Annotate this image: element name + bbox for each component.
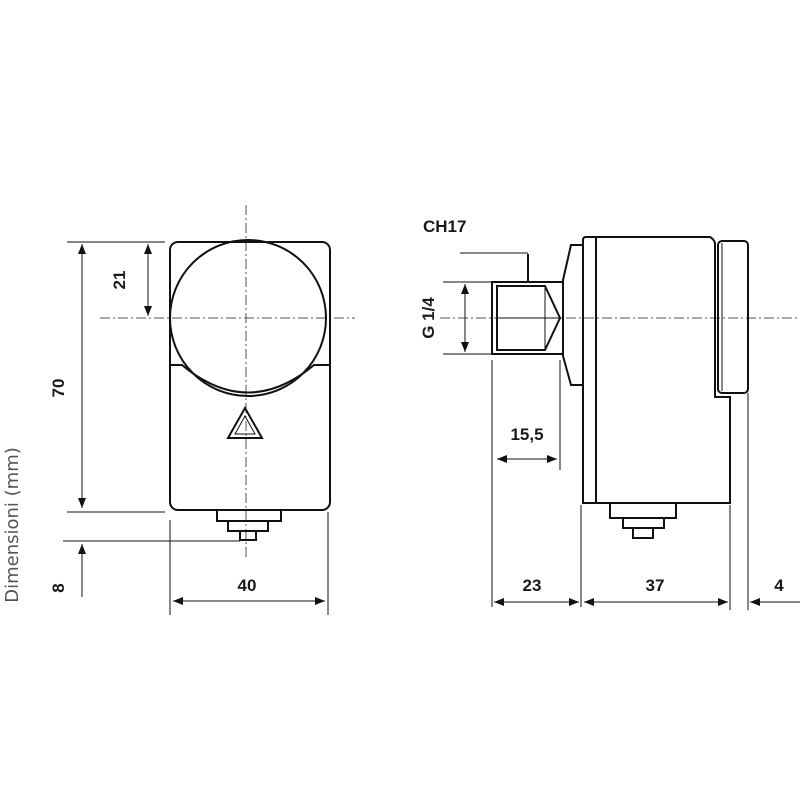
dim-label-40: 40 <box>238 576 257 595</box>
dim-label-8: 8 <box>49 583 68 592</box>
dial-circle <box>169 239 327 397</box>
dimensions-caption: Dimensioni (mm) <box>2 447 23 603</box>
dial-band <box>170 364 330 394</box>
dim-label-37: 37 <box>646 576 665 595</box>
hex-nut <box>496 285 562 351</box>
body-outline <box>169 241 331 511</box>
dim-label-23: 23 <box>523 576 542 595</box>
side-body-outline <box>582 236 731 504</box>
hex-fitting <box>491 281 564 355</box>
bottom-connector <box>216 509 282 541</box>
side-view: CH17 G 1/4 15,5 23 37 4 <box>419 217 800 610</box>
hex-size-label: CH17 <box>423 217 466 236</box>
dim-label-15-5: 15,5 <box>510 425 543 444</box>
flange <box>562 244 583 386</box>
thread-label: G 1/4 <box>419 297 438 339</box>
warning-triangle-icon <box>226 405 264 439</box>
warning-triangle-inner <box>234 414 256 435</box>
dim-label-21: 21 <box>110 271 129 290</box>
dim-label-70: 70 <box>49 379 68 398</box>
ring <box>717 240 749 394</box>
side-bottom-connector <box>609 502 677 539</box>
dim-label-4: 4 <box>774 576 784 595</box>
front-view: 21 70 8 40 <box>49 205 355 615</box>
